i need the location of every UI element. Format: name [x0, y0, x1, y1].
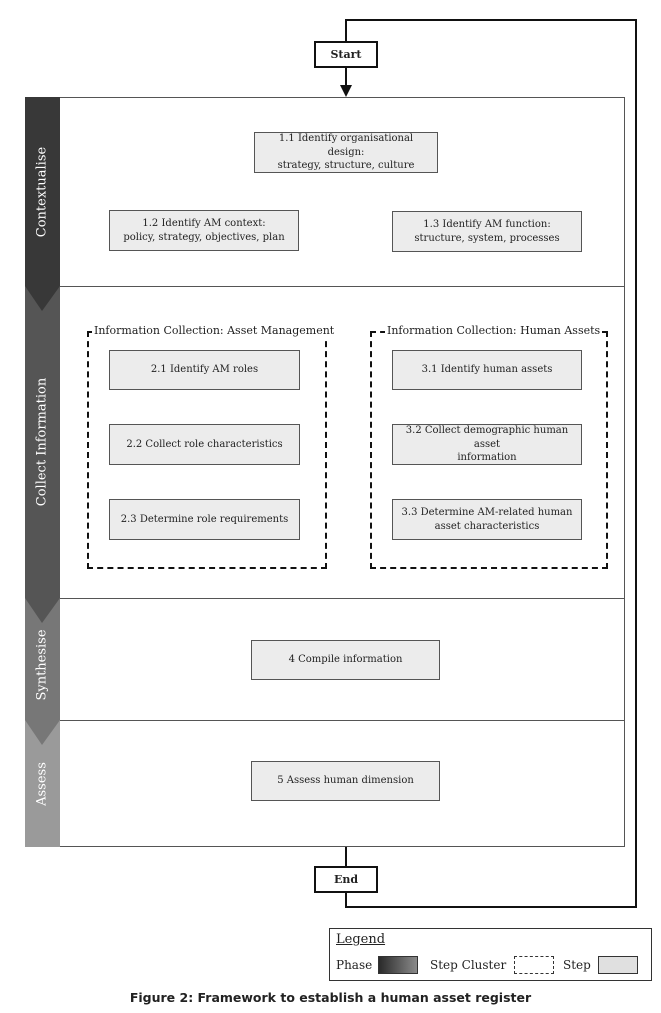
step-2-2: 2.2 Collect role characteristics: [109, 424, 300, 465]
legend-phase-swatch: [378, 956, 418, 974]
step-2-3: 2.3 Determine role requirements: [109, 499, 300, 540]
cluster-asset-management-title: Information Collection: Asset Management: [92, 324, 337, 337]
end-node: End: [314, 866, 378, 893]
phase-divider-3: [25, 720, 625, 721]
step-4: 4 Compile information: [251, 640, 440, 680]
step-1-1-line-2: strategy, structure, culture: [277, 160, 415, 172]
legend-phase-label: Phase: [336, 958, 373, 972]
step-3-3: 3.3 Determine AM-related human asset char…: [392, 499, 582, 540]
step-1-2-line-2: policy, strategy, objectives, plan: [123, 231, 285, 243]
legend-step-label: Step: [563, 958, 591, 972]
step-5: 5 Assess human dimension: [251, 761, 440, 801]
step-3-2-line-1: 3.2 Collect demographic human asset: [405, 425, 569, 450]
step-3-3-line-2: asset characteristics: [434, 520, 540, 532]
step-1-3-line-2: structure, system, processes: [414, 232, 560, 244]
step-2-1: 2.1 Identify AM roles: [109, 350, 300, 390]
step-1-2: 1.2 Identify AM context: policy, strategy…: [109, 210, 299, 251]
step-3-2-line-2: information: [457, 452, 517, 464]
start-node: Start: [314, 41, 378, 68]
step-1-3: 1.3 Identify AM function: structure, syst…: [392, 211, 582, 252]
step-1-3-line-1: 1.3 Identify AM function:: [423, 219, 551, 230]
phase-divider-1: [25, 286, 625, 287]
step-3-1: 3.1 Identify human assets: [392, 350, 582, 390]
legend-title: Legend: [336, 932, 386, 947]
legend-step-cluster-swatch: [514, 956, 554, 974]
phase-divider-2: [25, 598, 625, 599]
legend-step-cluster-label: Step Cluster: [430, 958, 507, 972]
step-1-1-line-1: 1.1 Identify organisational design:: [278, 133, 414, 158]
start-arrowhead: [340, 85, 352, 97]
phase-synthesise-chevron: [25, 598, 60, 745]
figure-caption: Figure 2: Framework to establish a human…: [129, 990, 532, 1005]
phase-assess-chevron: [25, 720, 60, 847]
step-1-2-line-1: 1.2 Identify AM context:: [142, 218, 266, 229]
loop-connector: [345, 19, 637, 908]
phase-label-contextualise: Contextualise: [34, 146, 50, 238]
step-3-2: 3.2 Collect demographic human asset infor…: [392, 424, 582, 465]
phase-label-collect-information: Collect Information: [34, 377, 50, 507]
cluster-human-assets-title: Information Collection: Human Assets: [385, 324, 603, 337]
legend-step-swatch: [598, 956, 638, 974]
step-1-1: 1.1 Identify organisational design: strat…: [254, 132, 438, 173]
phase-label-synthesise: Synthesise: [34, 629, 50, 701]
phase-contextualise-chevron: [25, 97, 60, 311]
step-3-3-line-1: 3.3 Determine AM-related human: [401, 507, 573, 518]
phase-collect-chevron: [25, 286, 60, 623]
phase-label-assess: Assess: [34, 762, 50, 806]
